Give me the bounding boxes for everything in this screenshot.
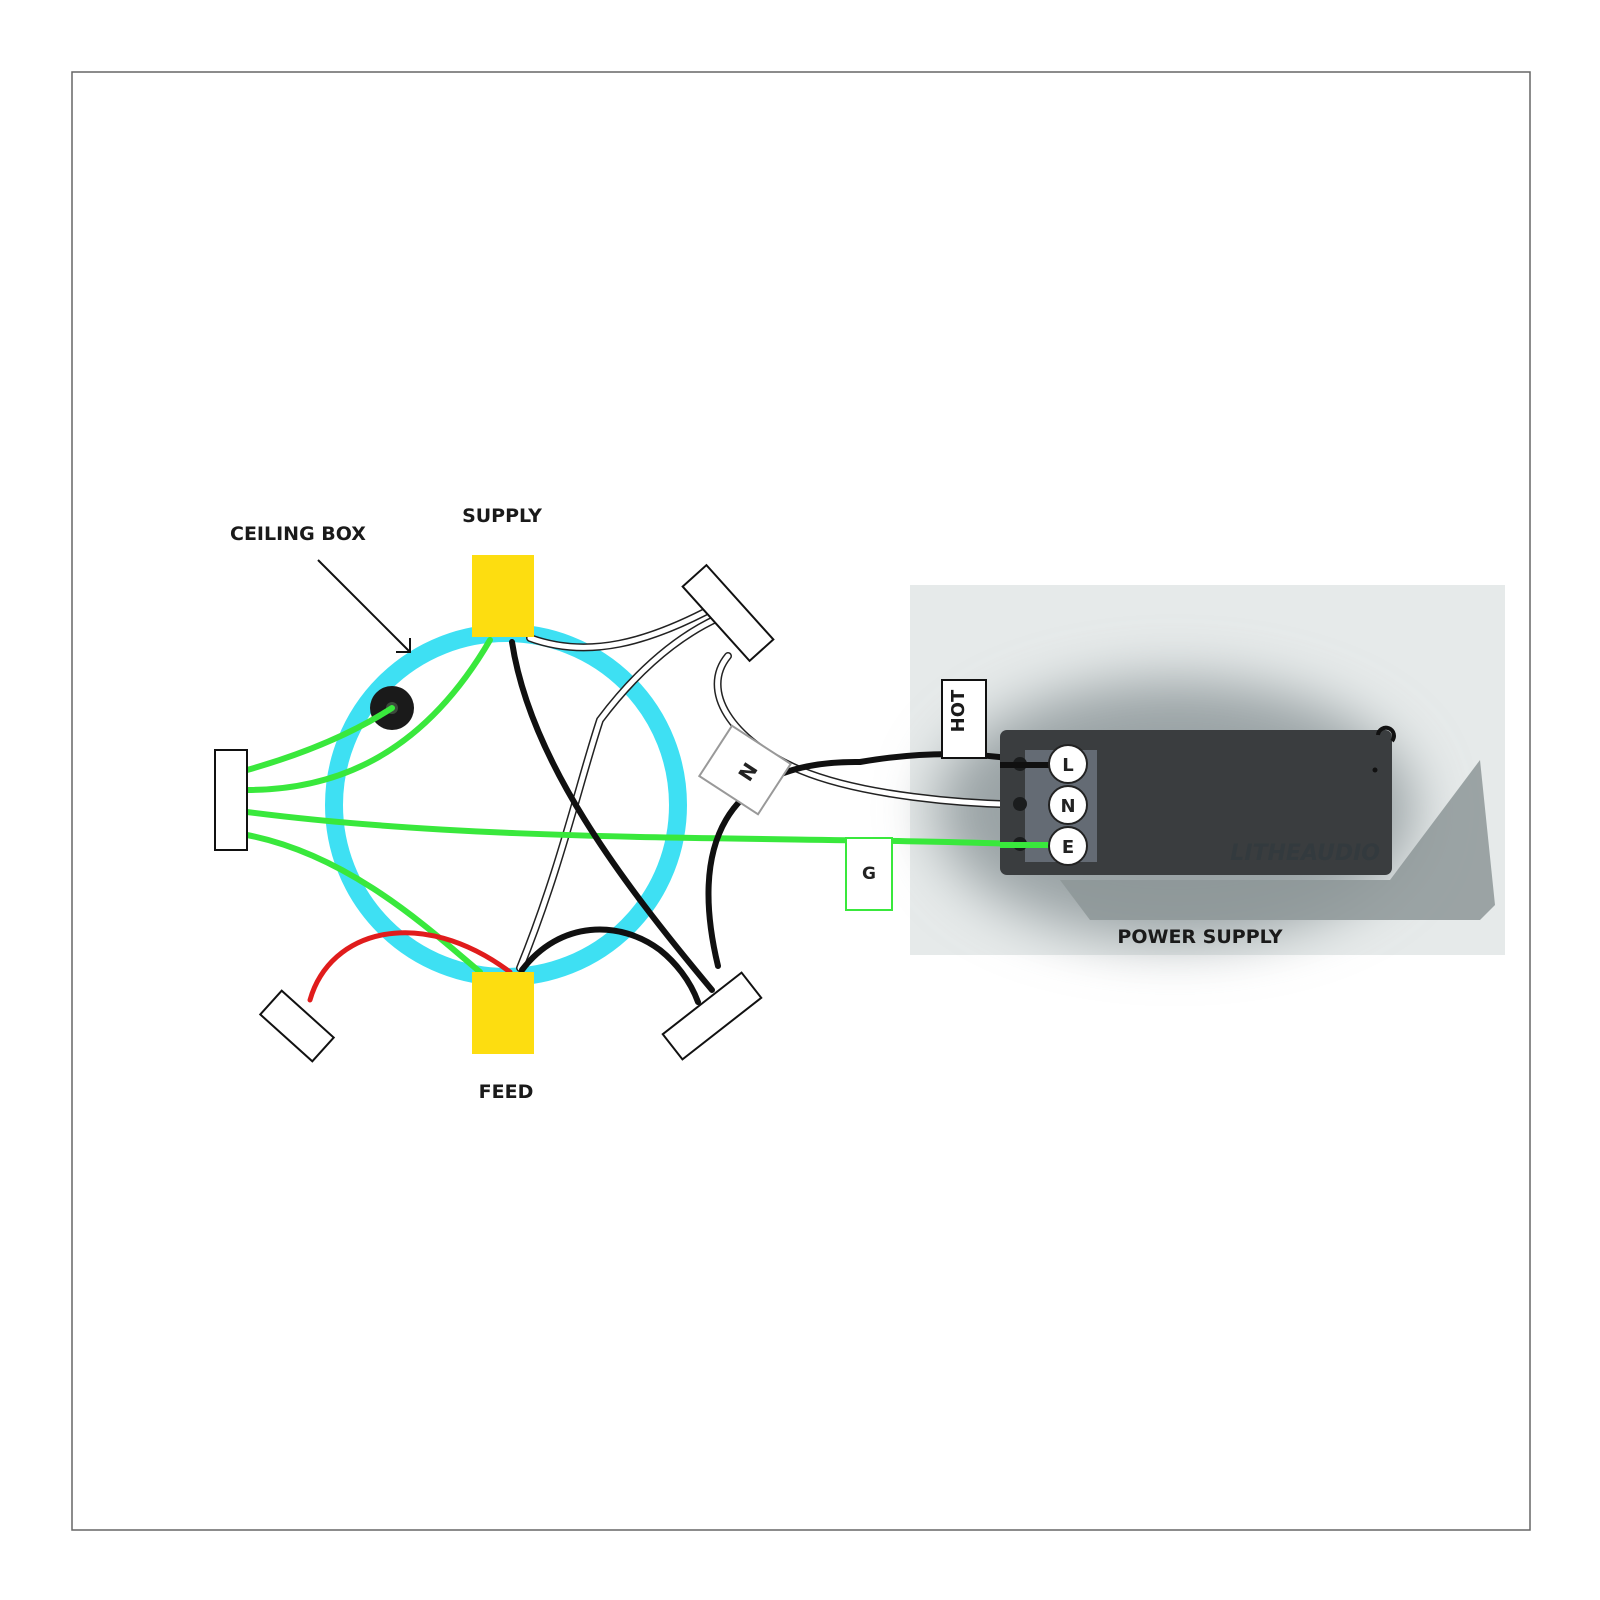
feed-label: FEED bbox=[479, 1081, 534, 1103]
switch-connector-block bbox=[258, 989, 336, 1063]
earth-wires bbox=[244, 637, 1048, 975]
mounting-hook-icon bbox=[1376, 725, 1396, 743]
hot-tag bbox=[941, 679, 987, 759]
ceiling-box-arrow bbox=[317, 559, 411, 653]
arrow-head bbox=[396, 638, 411, 653]
brand-logo: LITHEAUDIO bbox=[1230, 841, 1380, 866]
screw-n bbox=[1013, 797, 1027, 811]
status-led bbox=[1372, 767, 1378, 773]
terminal-e-label: E bbox=[1062, 837, 1074, 858]
power-supply-shadow bbox=[1060, 760, 1495, 920]
ceiling-box-label: CEILING BOX bbox=[230, 523, 366, 545]
terminal-n: N bbox=[1048, 785, 1088, 825]
power-supply-label: POWER SUPPLY bbox=[1117, 926, 1282, 948]
feed-junction-block bbox=[472, 972, 534, 1054]
supply-label: SUPPLY bbox=[462, 505, 542, 527]
terminal-e: E bbox=[1048, 826, 1088, 866]
switched-live-wire bbox=[307, 930, 513, 1003]
earth-connector-block bbox=[214, 749, 248, 851]
top-connector-block bbox=[681, 563, 775, 663]
bottom-connector-block bbox=[661, 971, 763, 1061]
supply-junction-block bbox=[472, 555, 534, 637]
power-supply-unit bbox=[1000, 730, 1392, 875]
diagram-frame bbox=[71, 71, 1531, 1531]
ground-tag-label: G bbox=[862, 864, 876, 884]
terminal-n-label: N bbox=[1060, 796, 1075, 817]
hot-tag-label: HOT bbox=[948, 689, 969, 732]
terminal-l: L bbox=[1048, 744, 1088, 784]
neutral-tag: N bbox=[697, 724, 793, 816]
ground-tag bbox=[845, 837, 893, 911]
terminal-l-label: L bbox=[1062, 755, 1073, 776]
